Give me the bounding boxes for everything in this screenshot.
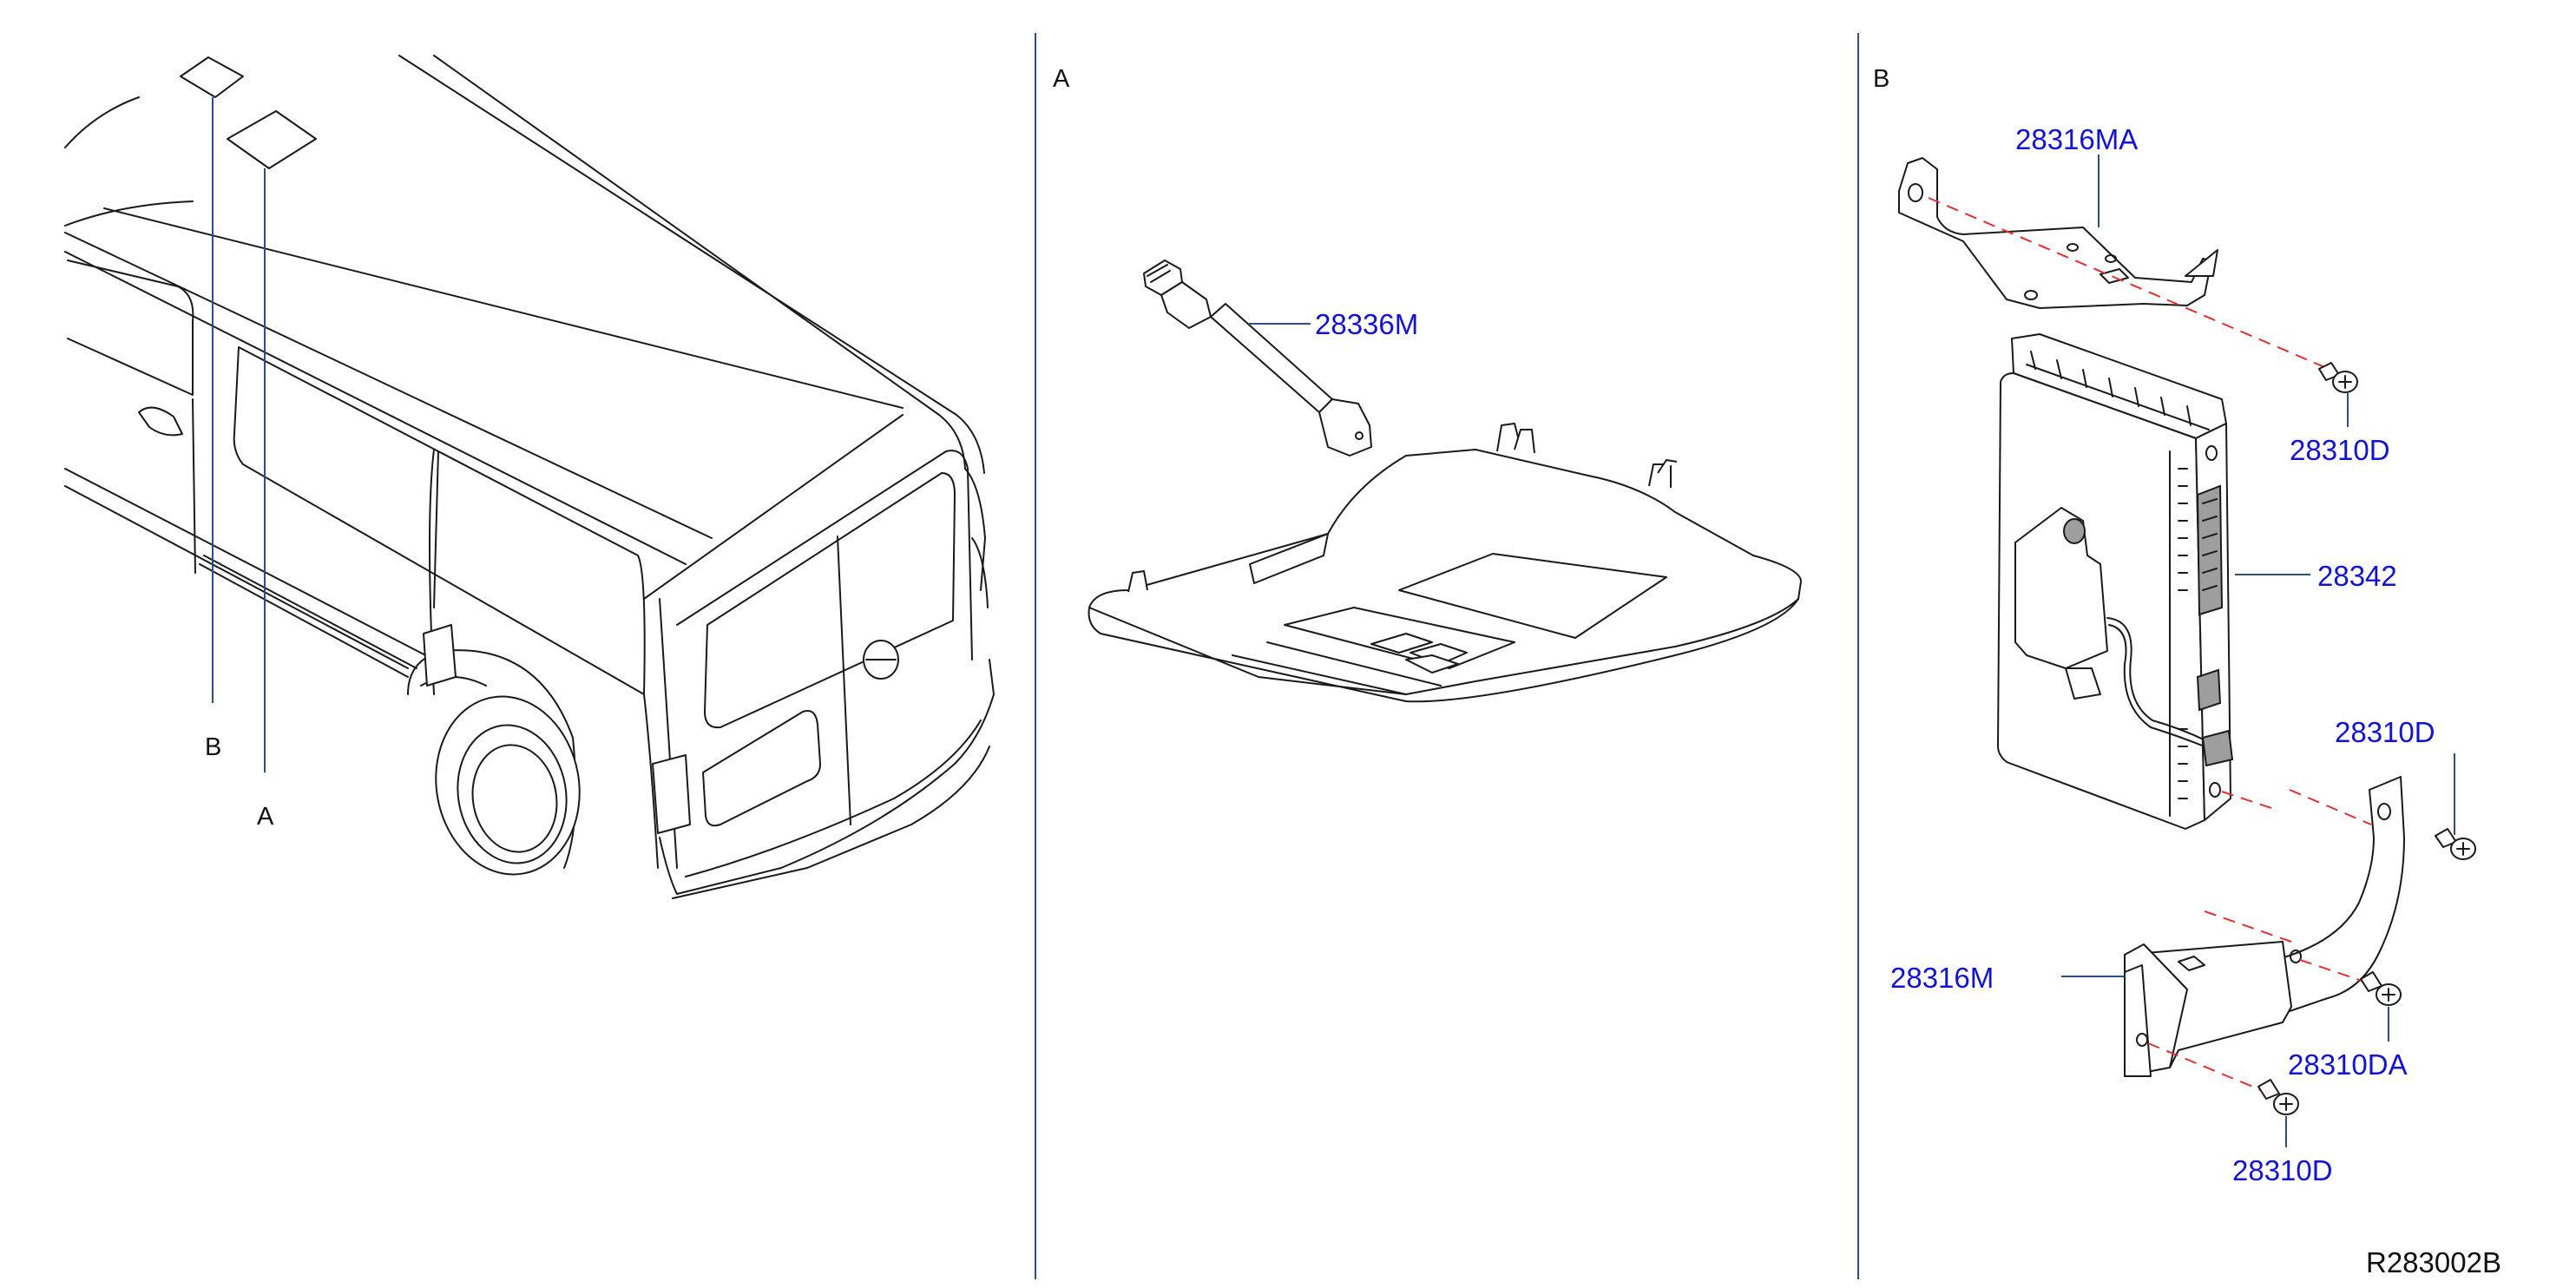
dash-line-bottom <box>2147 1042 2266 1093</box>
part-label-28316ma: 28316MA <box>2015 123 2138 155</box>
fuel-door <box>423 624 457 687</box>
dash-line-upper <box>1928 197 2336 372</box>
screw-right <box>2435 828 2476 860</box>
screw-lower-right <box>2360 971 2402 1006</box>
lamp-lens <box>1398 553 1667 639</box>
panel-a-title: A <box>1053 65 1070 93</box>
rear-window <box>704 472 956 729</box>
harness-plug <box>2201 729 2234 767</box>
part-label-28310d-upper: 28310D <box>2290 434 2390 466</box>
part-label-28310d-bottom: 28310D <box>2232 1154 2333 1186</box>
screw-bottom <box>2257 1079 2299 1115</box>
upper-bracket <box>1898 157 2218 309</box>
control-unit <box>1997 333 2234 830</box>
dash-line-right <box>2289 789 2372 825</box>
lower-bracket <box>2124 776 2405 1077</box>
van-illustration <box>64 55 995 899</box>
part-label-28310da: 28310DA <box>2288 1048 2408 1081</box>
dash-line-lower-right <box>2299 959 2383 989</box>
map-lamp-assembly <box>1088 423 1802 703</box>
part-label-28310d-right: 28310D <box>2335 716 2435 748</box>
callout-label-a: A <box>257 803 274 831</box>
roof-marker-b <box>180 56 244 98</box>
part-label-28336m: 28336M <box>1315 308 1418 340</box>
antenna-module <box>2014 507 2108 669</box>
rear-wheel <box>435 695 581 876</box>
harness-connector <box>1143 260 1372 457</box>
dash-line-right-2 <box>2221 791 2275 810</box>
screw-upper <box>2318 362 2358 393</box>
diagram-reference-code: R283002B <box>2366 1246 2501 1278</box>
dash-line-lower-right-2 <box>2204 910 2292 943</box>
roof-marker-a <box>227 110 317 169</box>
part-label-28316m: 28316M <box>1890 962 1994 994</box>
tail-lamp <box>652 754 691 834</box>
callout-label-b: B <box>205 733 221 761</box>
license-plate-recess <box>702 710 821 827</box>
panel-b-title: B <box>1873 65 1889 93</box>
part-label-28342: 28342 <box>2317 560 2397 592</box>
